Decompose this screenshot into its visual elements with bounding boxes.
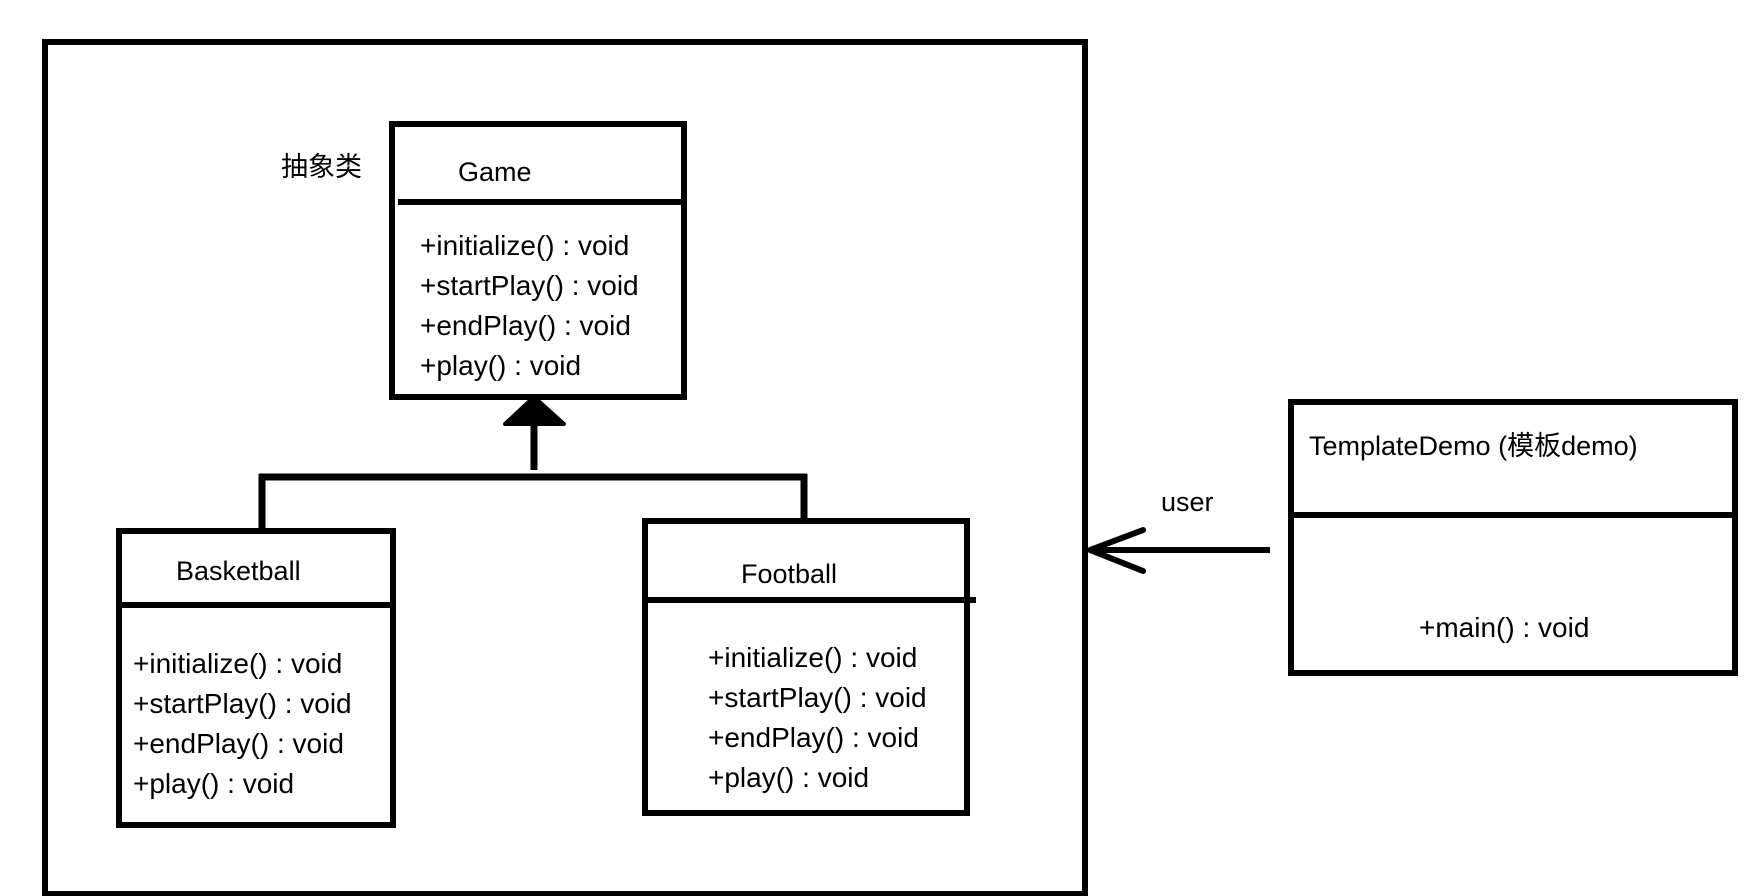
basketball-method-play: +play() : void (133, 768, 295, 799)
package-frame (42, 39, 1088, 896)
inheritance-arrowhead (503, 395, 566, 426)
basketball-method-initialize: +initialize() : void (133, 648, 343, 679)
template-demo-class-box (1288, 399, 1738, 676)
template-demo-method-list: +main() : void (1419, 608, 1589, 648)
game-method-initialize: +initialize() : void (420, 230, 630, 261)
basketball-method-start-play: +startPlay() : void (133, 688, 352, 719)
football-method-play: +play() : void (708, 762, 870, 793)
game-method-end-play: +endPlay() : void (420, 310, 631, 341)
football-method-initialize: +initialize() : void (708, 642, 918, 673)
football-method-list: +initialize() : void +startPlay() : void… (708, 638, 927, 798)
football-class-name: Football (741, 559, 838, 589)
basketball-method-list: +initialize() : void +startPlay() : void… (133, 644, 352, 804)
game-method-play: +play() : void (420, 350, 582, 381)
basketball-class-name: Basketball (176, 556, 301, 586)
template-demo-class-name: TemplateDemo (模板demo) (1309, 431, 1638, 461)
football-method-end-play: +endPlay() : void (708, 722, 919, 753)
inheritance-connector (258, 417, 808, 531)
game-class-name: Game (458, 157, 532, 187)
football-method-start-play: +startPlay() : void (708, 682, 927, 713)
abstract-class-note: 抽象类 (281, 152, 362, 183)
game-class-box (389, 121, 687, 400)
basketball-method-end-play: +endPlay() : void (133, 728, 344, 759)
game-method-start-play: +startPlay() : void (420, 270, 639, 301)
game-method-list: +initialize() : void +startPlay() : void… (420, 226, 639, 386)
template-demo-method-main: +main() : void (1419, 612, 1590, 643)
basketball-class-box (116, 528, 396, 828)
usage-arrow (1087, 527, 1270, 574)
usage-label: user (1161, 487, 1214, 517)
